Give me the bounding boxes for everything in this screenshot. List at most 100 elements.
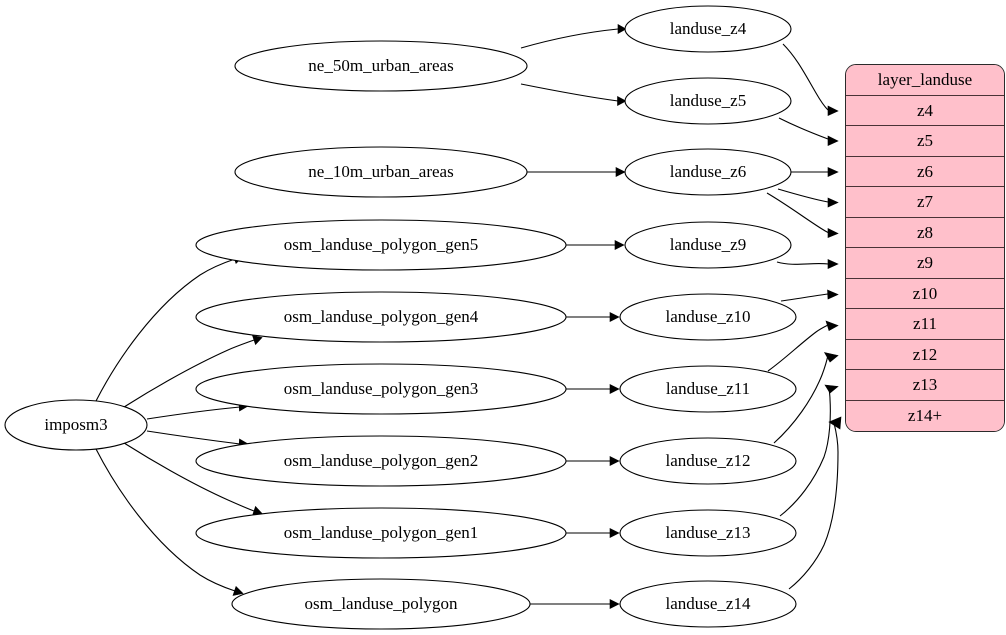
edge-imposm3-to-osm-landuse-polygon — [95, 448, 236, 592]
edge-imposm3-to-gen2 — [146, 430, 241, 445]
node-ellipse[interactable] — [624, 221, 792, 269]
node-label: osm_landuse_polygon — [305, 594, 458, 613]
node-label: landuse_z6 — [670, 162, 746, 181]
node-label: osm_landuse_polygon_gen5 — [284, 235, 479, 254]
arrowhead-icon — [609, 312, 620, 322]
arrowhead-icon — [252, 335, 263, 346]
node-label: landuse_z13 — [666, 523, 751, 542]
arrowhead-icon — [827, 197, 839, 208]
node-ellipse[interactable] — [624, 77, 792, 125]
arrowhead-icon — [617, 23, 627, 35]
node-ellipse[interactable] — [195, 435, 567, 487]
arrowhead-icon — [827, 259, 839, 269]
node-osm-landuse-polygon[interactable]: osm_landuse_polygon — [231, 578, 531, 630]
node-landuse-z11[interactable]: landuse_z11 — [619, 365, 797, 413]
table-row-z4[interactable]: z4 — [846, 95, 1004, 126]
node-label: osm_landuse_polygon_gen2 — [284, 451, 479, 470]
node-label: ne_10m_urban_areas — [308, 162, 453, 181]
arrowhead-icon — [824, 384, 839, 394]
node-label: landuse_z9 — [670, 235, 746, 254]
arrowhead-icon — [609, 528, 620, 538]
arrowhead-icon — [827, 135, 839, 146]
node-ellipse[interactable] — [619, 365, 797, 413]
node-imposm3[interactable]: imposm3 — [4, 399, 148, 451]
node-landuse-z9[interactable]: landuse_z9 — [624, 221, 792, 269]
edge-ne50m-to-landuse-z5 — [520, 83, 619, 102]
table-row-z11[interactable]: z11 — [846, 309, 1004, 340]
node-ellipse[interactable] — [619, 580, 797, 628]
edges-layer — [95, 23, 842, 609]
node-landuse-z14[interactable]: landuse_z14 — [619, 580, 797, 628]
node-osm-landuse-polygon-gen1[interactable]: osm_landuse_polygon_gen1 — [195, 507, 567, 559]
edge-landuse-z12-to-row-z12 — [773, 354, 829, 444]
node-ellipse[interactable] — [195, 291, 567, 343]
edge-imposm3-to-gen3 — [146, 406, 241, 420]
arrowhead-icon — [232, 585, 244, 596]
edge-imposm3-to-gen5 — [95, 258, 236, 402]
node-ellipse[interactable] — [195, 507, 567, 559]
arrowhead-icon — [828, 416, 842, 430]
layer-landuse-table[interactable]: layer_landuse z4 z5 z6 z7 z8 z9 z10 z11 … — [845, 64, 1005, 432]
table-row-z10[interactable]: z10 — [846, 278, 1004, 309]
arrowhead-icon — [614, 240, 625, 250]
node-ellipse[interactable] — [619, 437, 797, 485]
node-osm-landuse-polygon-gen4[interactable]: osm_landuse_polygon_gen4 — [195, 291, 567, 343]
edge-imposm3-to-gen1 — [120, 440, 255, 512]
node-label: landuse_z10 — [666, 307, 751, 326]
edge-landuse-z9-to-row-z9 — [776, 261, 829, 265]
table-row-z7[interactable]: z7 — [846, 187, 1004, 218]
arrowhead-icon — [827, 105, 839, 116]
node-ellipse[interactable] — [619, 293, 797, 341]
node-landuse-z4[interactable]: landuse_z4 — [624, 5, 792, 53]
table-row-z5[interactable]: z5 — [846, 126, 1004, 157]
table-row-z13[interactable]: z13 — [846, 370, 1004, 401]
node-ellipse[interactable] — [624, 148, 792, 196]
node-landuse-z6[interactable]: landuse_z6 — [624, 148, 792, 196]
node-ne-50m-urban-areas[interactable]: ne_50m_urban_areas — [234, 40, 528, 92]
arrowhead-icon — [827, 167, 839, 177]
node-ellipse[interactable] — [4, 399, 148, 451]
table-row-z6[interactable]: z6 — [846, 156, 1004, 187]
node-label: osm_landuse_polygon_gen4 — [284, 307, 479, 326]
node-label: landuse_z4 — [670, 19, 747, 38]
edge-landuse-z6-to-row-z7 — [777, 188, 829, 203]
node-ne-10m-urban-areas[interactable]: ne_10m_urban_areas — [234, 146, 528, 198]
node-label: landuse_z12 — [666, 451, 751, 470]
table-row-z14plus[interactable]: z14+ — [846, 400, 1004, 431]
node-label: osm_landuse_polygon_gen3 — [284, 379, 479, 398]
node-ellipse[interactable] — [234, 146, 528, 198]
node-ellipse[interactable] — [195, 219, 567, 271]
node-label: landuse_z14 — [666, 594, 751, 613]
edge-imposm3-to-gen4 — [120, 339, 255, 410]
node-ellipse[interactable] — [195, 363, 567, 415]
arrowhead-icon — [615, 167, 626, 177]
arrowhead-icon — [617, 96, 627, 106]
node-ellipse[interactable] — [619, 509, 797, 557]
edge-landuse-z5-to-row-z5 — [778, 117, 829, 140]
table-row-z12[interactable]: z12 — [846, 339, 1004, 370]
arrowhead-icon — [609, 456, 620, 466]
arrowhead-icon — [609, 599, 620, 609]
node-ellipse[interactable] — [234, 40, 528, 92]
node-ellipse[interactable] — [624, 5, 792, 53]
node-landuse-z12[interactable]: landuse_z12 — [619, 437, 797, 485]
node-label: imposm3 — [44, 415, 107, 434]
edge-landuse-z14-to-row-z14plus — [788, 422, 839, 590]
table-row-z8[interactable]: z8 — [846, 217, 1004, 248]
table-header: layer_landuse — [846, 65, 1004, 96]
node-landuse-z5[interactable]: landuse_z5 — [624, 77, 792, 125]
node-landuse-z13[interactable]: landuse_z13 — [619, 509, 797, 557]
node-ellipse[interactable] — [231, 578, 531, 630]
node-osm-landuse-polygon-gen2[interactable]: osm_landuse_polygon_gen2 — [195, 435, 567, 487]
node-label: landuse_z11 — [666, 379, 750, 398]
node-label: landuse_z5 — [670, 91, 746, 110]
node-label: osm_landuse_polygon_gen1 — [284, 523, 479, 542]
table-row-z9[interactable]: z9 — [846, 248, 1004, 279]
edge-landuse-z11-to-row-z11 — [767, 324, 829, 372]
node-osm-landuse-polygon-gen3[interactable]: osm_landuse_polygon_gen3 — [195, 363, 567, 415]
node-landuse-z10[interactable]: landuse_z10 — [619, 293, 797, 341]
node-osm-landuse-polygon-gen5[interactable]: osm_landuse_polygon_gen5 — [195, 219, 567, 271]
arrowhead-icon — [823, 352, 839, 363]
